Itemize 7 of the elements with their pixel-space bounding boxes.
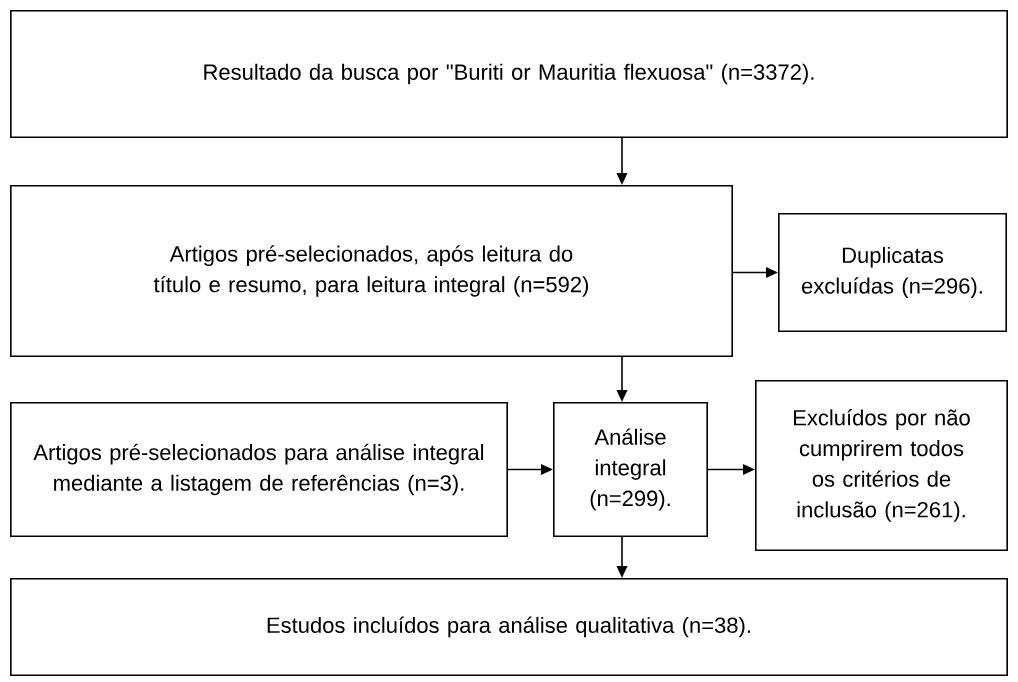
process-box: Excluídos por não cumprirem todos os critérios de inclusão (n=261). bbox=[755, 380, 1008, 551]
process-box: Duplicatas excluídas (n=296). bbox=[778, 213, 1007, 332]
process-box: Artigos pré-selecionados para análise integral mediante a listagem de referências (n=3). bbox=[10, 402, 508, 537]
process-box: Estudos incluídos para análise qualitativa (n=38). bbox=[10, 578, 1008, 676]
process-box: Artigos pré-selecionados, após leitura do título e resumo, para leitura integral (n=592) bbox=[10, 185, 733, 357]
process-box: Resultado da busca por "Buriti or Mauritia flexuosa" (n=3372). bbox=[10, 10, 1008, 138]
process-box: Análise integral (n=299). bbox=[553, 402, 708, 537]
